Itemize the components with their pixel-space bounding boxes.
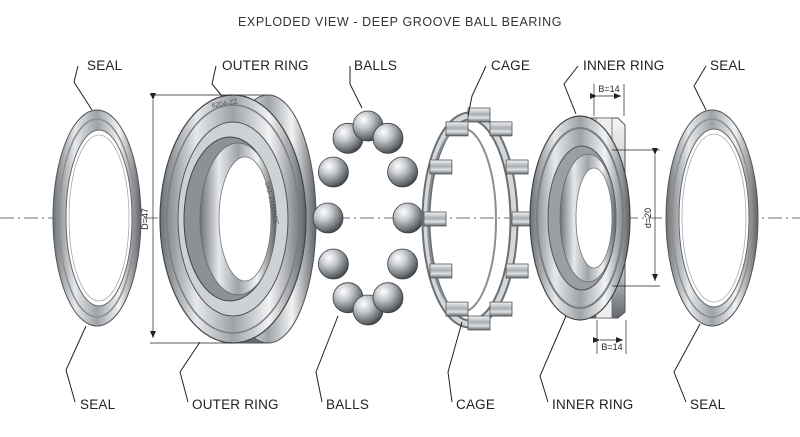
label-bottom-balls: BALLS: [326, 397, 369, 412]
leader-bottom-inner-ring: [539, 315, 567, 403]
ball: [317, 156, 349, 188]
width-label-bottom: B=14: [601, 342, 622, 352]
cage-tab: [505, 263, 529, 279]
cage-tab: [423, 211, 447, 227]
width-dimension-bottom: B=14: [593, 320, 627, 354]
outer-diameter-label: D=47: [140, 208, 150, 230]
ball: [387, 156, 419, 188]
ball: [317, 248, 349, 280]
cage-tab: [489, 301, 513, 317]
cage-tab: [467, 107, 491, 123]
diagram-title: EXPLODED VIEW - DEEP GROOVE BALL BEARING: [238, 15, 562, 29]
label-top-seal-right: SEAL: [710, 58, 746, 73]
cage-tab: [445, 121, 469, 137]
label-bottom-inner-ring: INNER RING: [552, 397, 634, 412]
label-bottom-cage: CAGE: [456, 397, 495, 412]
cage-tab: [429, 159, 453, 175]
label-top-balls: BALLS: [354, 58, 397, 73]
outer-diameter-dimension: D=47: [140, 93, 232, 344]
cage-tab: [445, 301, 469, 317]
ball: [392, 202, 424, 234]
ball: [387, 248, 419, 280]
ball: [372, 282, 404, 314]
seal-left-part: [52, 109, 142, 327]
leader-top-inner-ring: [563, 65, 579, 115]
inner-ring-part: [529, 115, 631, 321]
label-bottom-outer-ring: OUTER RING: [192, 397, 279, 412]
cage-part: [421, 107, 535, 331]
label-bottom-seal-right: SEAL: [690, 397, 726, 412]
cage-tab: [467, 315, 491, 331]
inner-diameter-dimension: d=20: [612, 148, 660, 287]
ball: [372, 122, 404, 154]
leader-top-seal-right: [693, 65, 707, 111]
leader-top-seal-left: [73, 65, 93, 111]
width-dimension-top: B=14: [590, 84, 625, 116]
part-number-stamp: 6204-ZZ: [211, 98, 239, 110]
cage-tab: [505, 159, 529, 175]
leader-bottom-seal-left: [65, 325, 87, 403]
inner-diameter-label: d=20: [643, 208, 653, 228]
leader-bottom-cage: [447, 321, 463, 403]
label-top-outer-ring: OUTER RING: [222, 58, 309, 73]
label-top-seal-left: SEAL: [87, 58, 123, 73]
label-bottom-seal-left: SEAL: [80, 397, 116, 412]
cage-tab: [489, 121, 513, 137]
width-label-top: B=14: [598, 84, 619, 94]
leader-top-balls: [349, 66, 363, 109]
leader-bottom-outer-ring: [179, 341, 201, 403]
outer-ring-part: 6204-ZZ SKF FRANCE: [159, 94, 317, 344]
leader-bottom-seal-right: [673, 323, 701, 403]
label-top-cage: CAGE: [491, 58, 530, 73]
seal-right-part: [665, 109, 759, 327]
leader-top-cage: [467, 65, 487, 117]
leader-top-outer-ring: [211, 65, 223, 97]
cage-tab: [429, 263, 453, 279]
label-top-inner-ring: INNER RING: [583, 58, 665, 73]
balls-part: [312, 110, 424, 326]
leader-bottom-balls: [315, 315, 339, 403]
ball: [312, 202, 344, 234]
